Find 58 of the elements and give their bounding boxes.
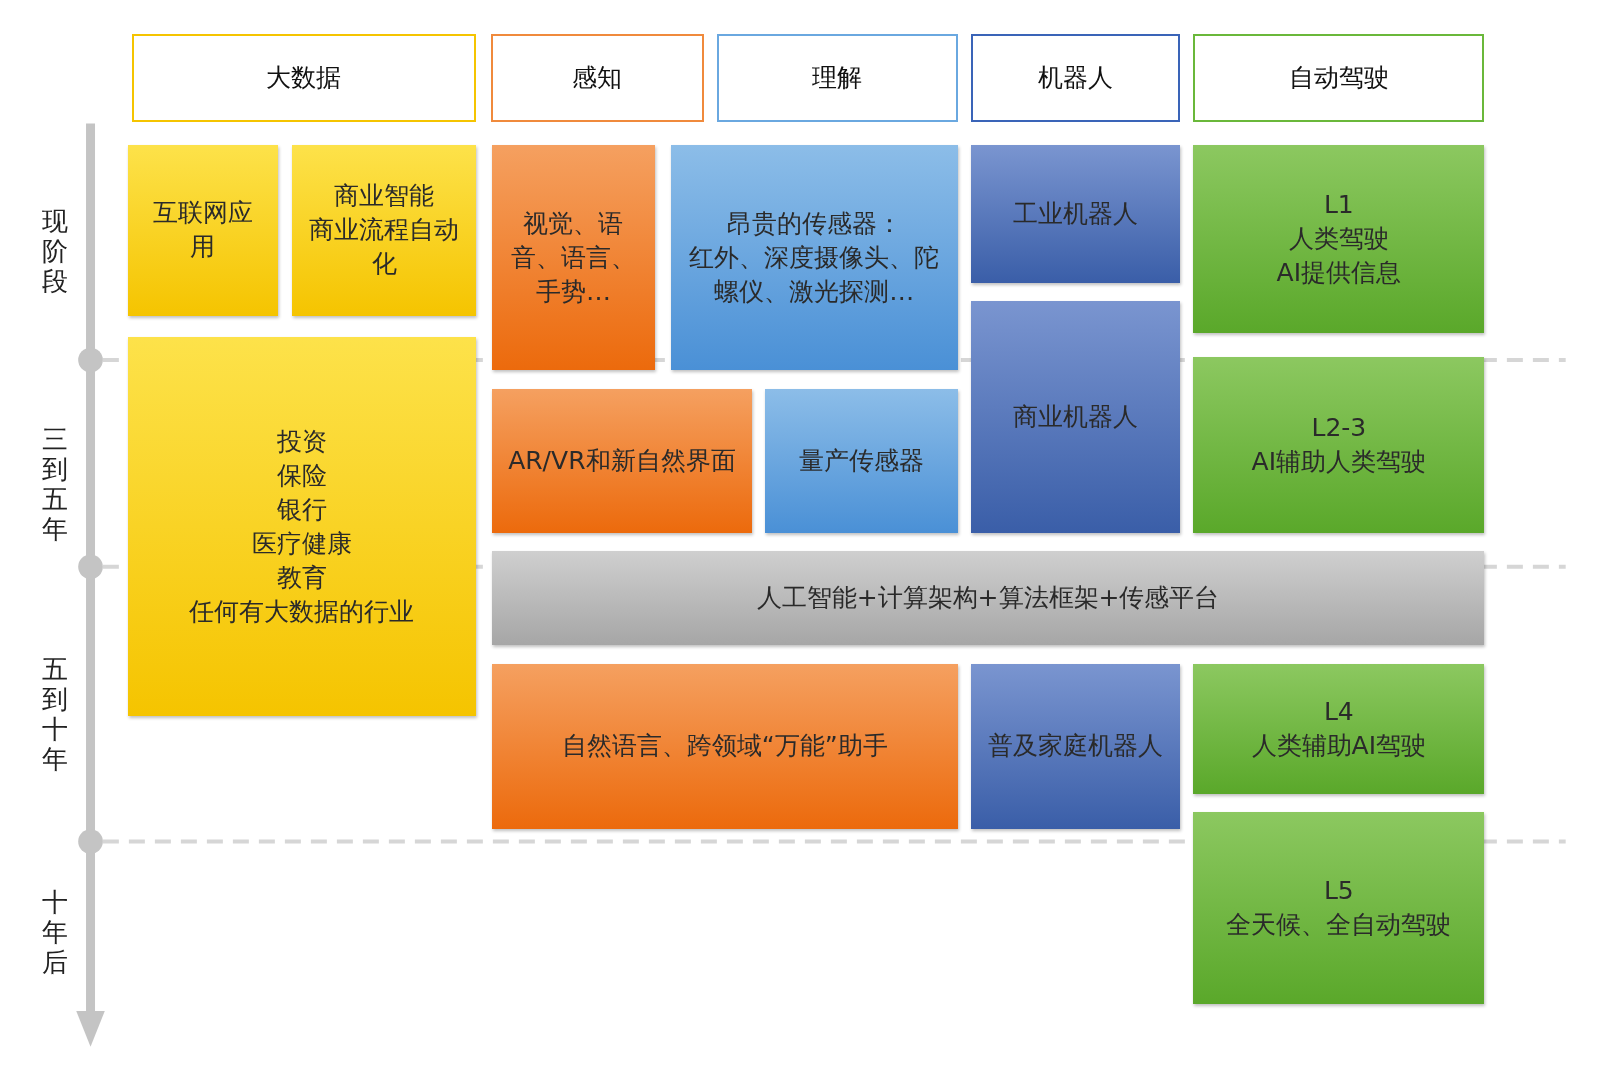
box-text: 投资: [276, 425, 327, 458]
box-text: L2-3: [1311, 411, 1367, 444]
box-text: 工业机器人: [1013, 197, 1138, 230]
box-text: 大数据: [266, 62, 342, 95]
stage-box: [491, 388, 752, 533]
box-text: 理解: [812, 62, 863, 95]
box-text: 商业流程自动化: [308, 214, 461, 281]
stage-box: [292, 145, 477, 316]
period-label: 现阶段: [41, 205, 70, 296]
stage-box: [971, 663, 1180, 830]
box-text: 人类驾驶: [1288, 223, 1389, 256]
period-label: 三到五年: [41, 423, 70, 544]
stage-box: [491, 663, 958, 830]
box-text: AR/VR和新自然界面: [508, 444, 736, 477]
box-text: 商业机器人: [1013, 401, 1138, 434]
box-text: L1: [1323, 189, 1354, 222]
stage-box: [765, 388, 958, 533]
stage-box: [1193, 145, 1485, 334]
box-text: 自然语言、跨领域“万能”助手: [561, 730, 888, 763]
box-text: AI辅助人类驾驶: [1251, 445, 1427, 478]
box-text: 红外、深度摄像头、陀螺仪、激光探测…: [688, 241, 941, 308]
column-header: [971, 33, 1180, 123]
box-text: 感知: [572, 62, 623, 95]
box-text: 视觉、语音、语言、手势…: [510, 207, 637, 308]
stage-box: [1193, 811, 1485, 1004]
box-text: 商业智能: [334, 180, 435, 213]
box-text: 自动驾驶: [1288, 62, 1389, 95]
box-text: L5: [1323, 874, 1354, 907]
box-text: 银行: [276, 493, 327, 526]
box-text: 普及家庭机器人: [988, 730, 1163, 763]
box-text: 人工智能+计算架构+算法框架+传感平台: [756, 582, 1220, 615]
box-text: 昂贵的传感器：: [726, 207, 902, 240]
column-header: [490, 33, 704, 123]
stage-box: [670, 145, 958, 371]
box-text: 互联网应用: [151, 197, 254, 264]
column-header: [1193, 33, 1485, 123]
box-text: 量产传感器: [799, 444, 924, 477]
stage-box: [127, 337, 477, 716]
box-text: L4: [1323, 695, 1354, 728]
box-text: 保险: [276, 459, 327, 492]
box-text: 教育: [276, 561, 327, 594]
stage-box: [127, 145, 278, 316]
period-label: 十年后: [41, 886, 70, 977]
column-header: [717, 33, 958, 123]
stage-box: [1193, 663, 1485, 795]
stage-box: [971, 145, 1180, 283]
stage-box: [491, 145, 656, 371]
stage-box: [1193, 356, 1485, 533]
box-text: 医疗健康: [251, 527, 352, 560]
box-text: AI提供信息: [1276, 257, 1402, 290]
box-text: 任何有大数据的行业: [189, 595, 415, 628]
stage-box: [971, 301, 1180, 533]
box-text: 全天候、全自动驾驶: [1226, 908, 1452, 941]
platform-band: [491, 551, 1485, 645]
box-text: 机器人: [1038, 62, 1113, 95]
period-label: 五到十年: [41, 654, 70, 775]
box-text: 人类辅助AI驾驶: [1251, 729, 1427, 762]
column-header: [131, 33, 477, 123]
